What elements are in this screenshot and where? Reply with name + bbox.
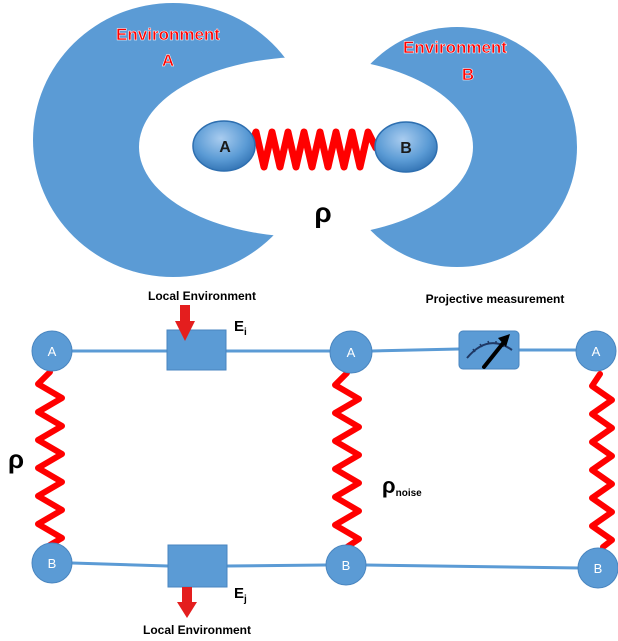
node-b-measured: [577, 547, 618, 589]
qubit-a: [192, 120, 256, 172]
bottom-diagram: A B A B A B: [8, 289, 618, 637]
environment-b-label-line1: Environment: [403, 38, 507, 57]
local-environment-bottom-label: Local Environment: [143, 623, 251, 637]
node-b-noisy: [325, 544, 367, 586]
environment-b-label-line2: B: [462, 65, 474, 84]
top-wire-a-to-meter: [371, 347, 460, 353]
node-a-measured-label: A: [592, 344, 601, 359]
state-rho-label: ρ: [314, 197, 331, 228]
bottom-wire-ej-to-b: [226, 563, 327, 568]
local-environment-top-label: Local Environment: [148, 289, 256, 303]
arrow-down-icon: [175, 305, 195, 341]
middle-noise-spring: [332, 370, 362, 550]
arrow-down-icon: [177, 587, 197, 618]
rho-noise-label: ρnoise: [382, 473, 422, 499]
environment-a-label-line1: Environment: [116, 25, 220, 44]
node-b-noisy-label: B: [342, 558, 351, 573]
projective-measurement-label: Projective measurement: [426, 292, 565, 306]
node-b-initial: [31, 542, 73, 584]
left-entanglement-spring: [35, 369, 65, 548]
measurement-meter-icon: [458, 330, 520, 370]
node-a-initial-label: A: [48, 344, 57, 359]
node-a-noisy: [329, 330, 373, 374]
node-a-measured: [575, 330, 617, 372]
qubit-a-label: A: [219, 139, 231, 156]
local-environment-box-ej: [167, 544, 228, 588]
top-diagram: Environment A Environment B A B ρ: [33, 3, 577, 277]
right-measured-spring: [589, 371, 615, 550]
node-a-initial: [31, 330, 73, 372]
top-entanglement-spring: [246, 128, 380, 171]
bottom-wire-b-to-ej: [71, 561, 169, 568]
node-a-noisy-label: A: [347, 345, 356, 360]
rho-label: ρ: [8, 444, 24, 474]
node-b-measured-label: B: [594, 561, 603, 576]
ej-label: Ej: [234, 585, 247, 605]
local-environment-box-ei: [166, 329, 227, 371]
node-b-initial-label: B: [48, 556, 57, 571]
qubit-b: [374, 121, 438, 173]
ei-label: Ei: [234, 318, 247, 338]
bottom-wire-b-to-b: [365, 563, 581, 570]
qubit-b-label: B: [400, 140, 412, 157]
environment-a-label-line2: A: [162, 51, 174, 70]
